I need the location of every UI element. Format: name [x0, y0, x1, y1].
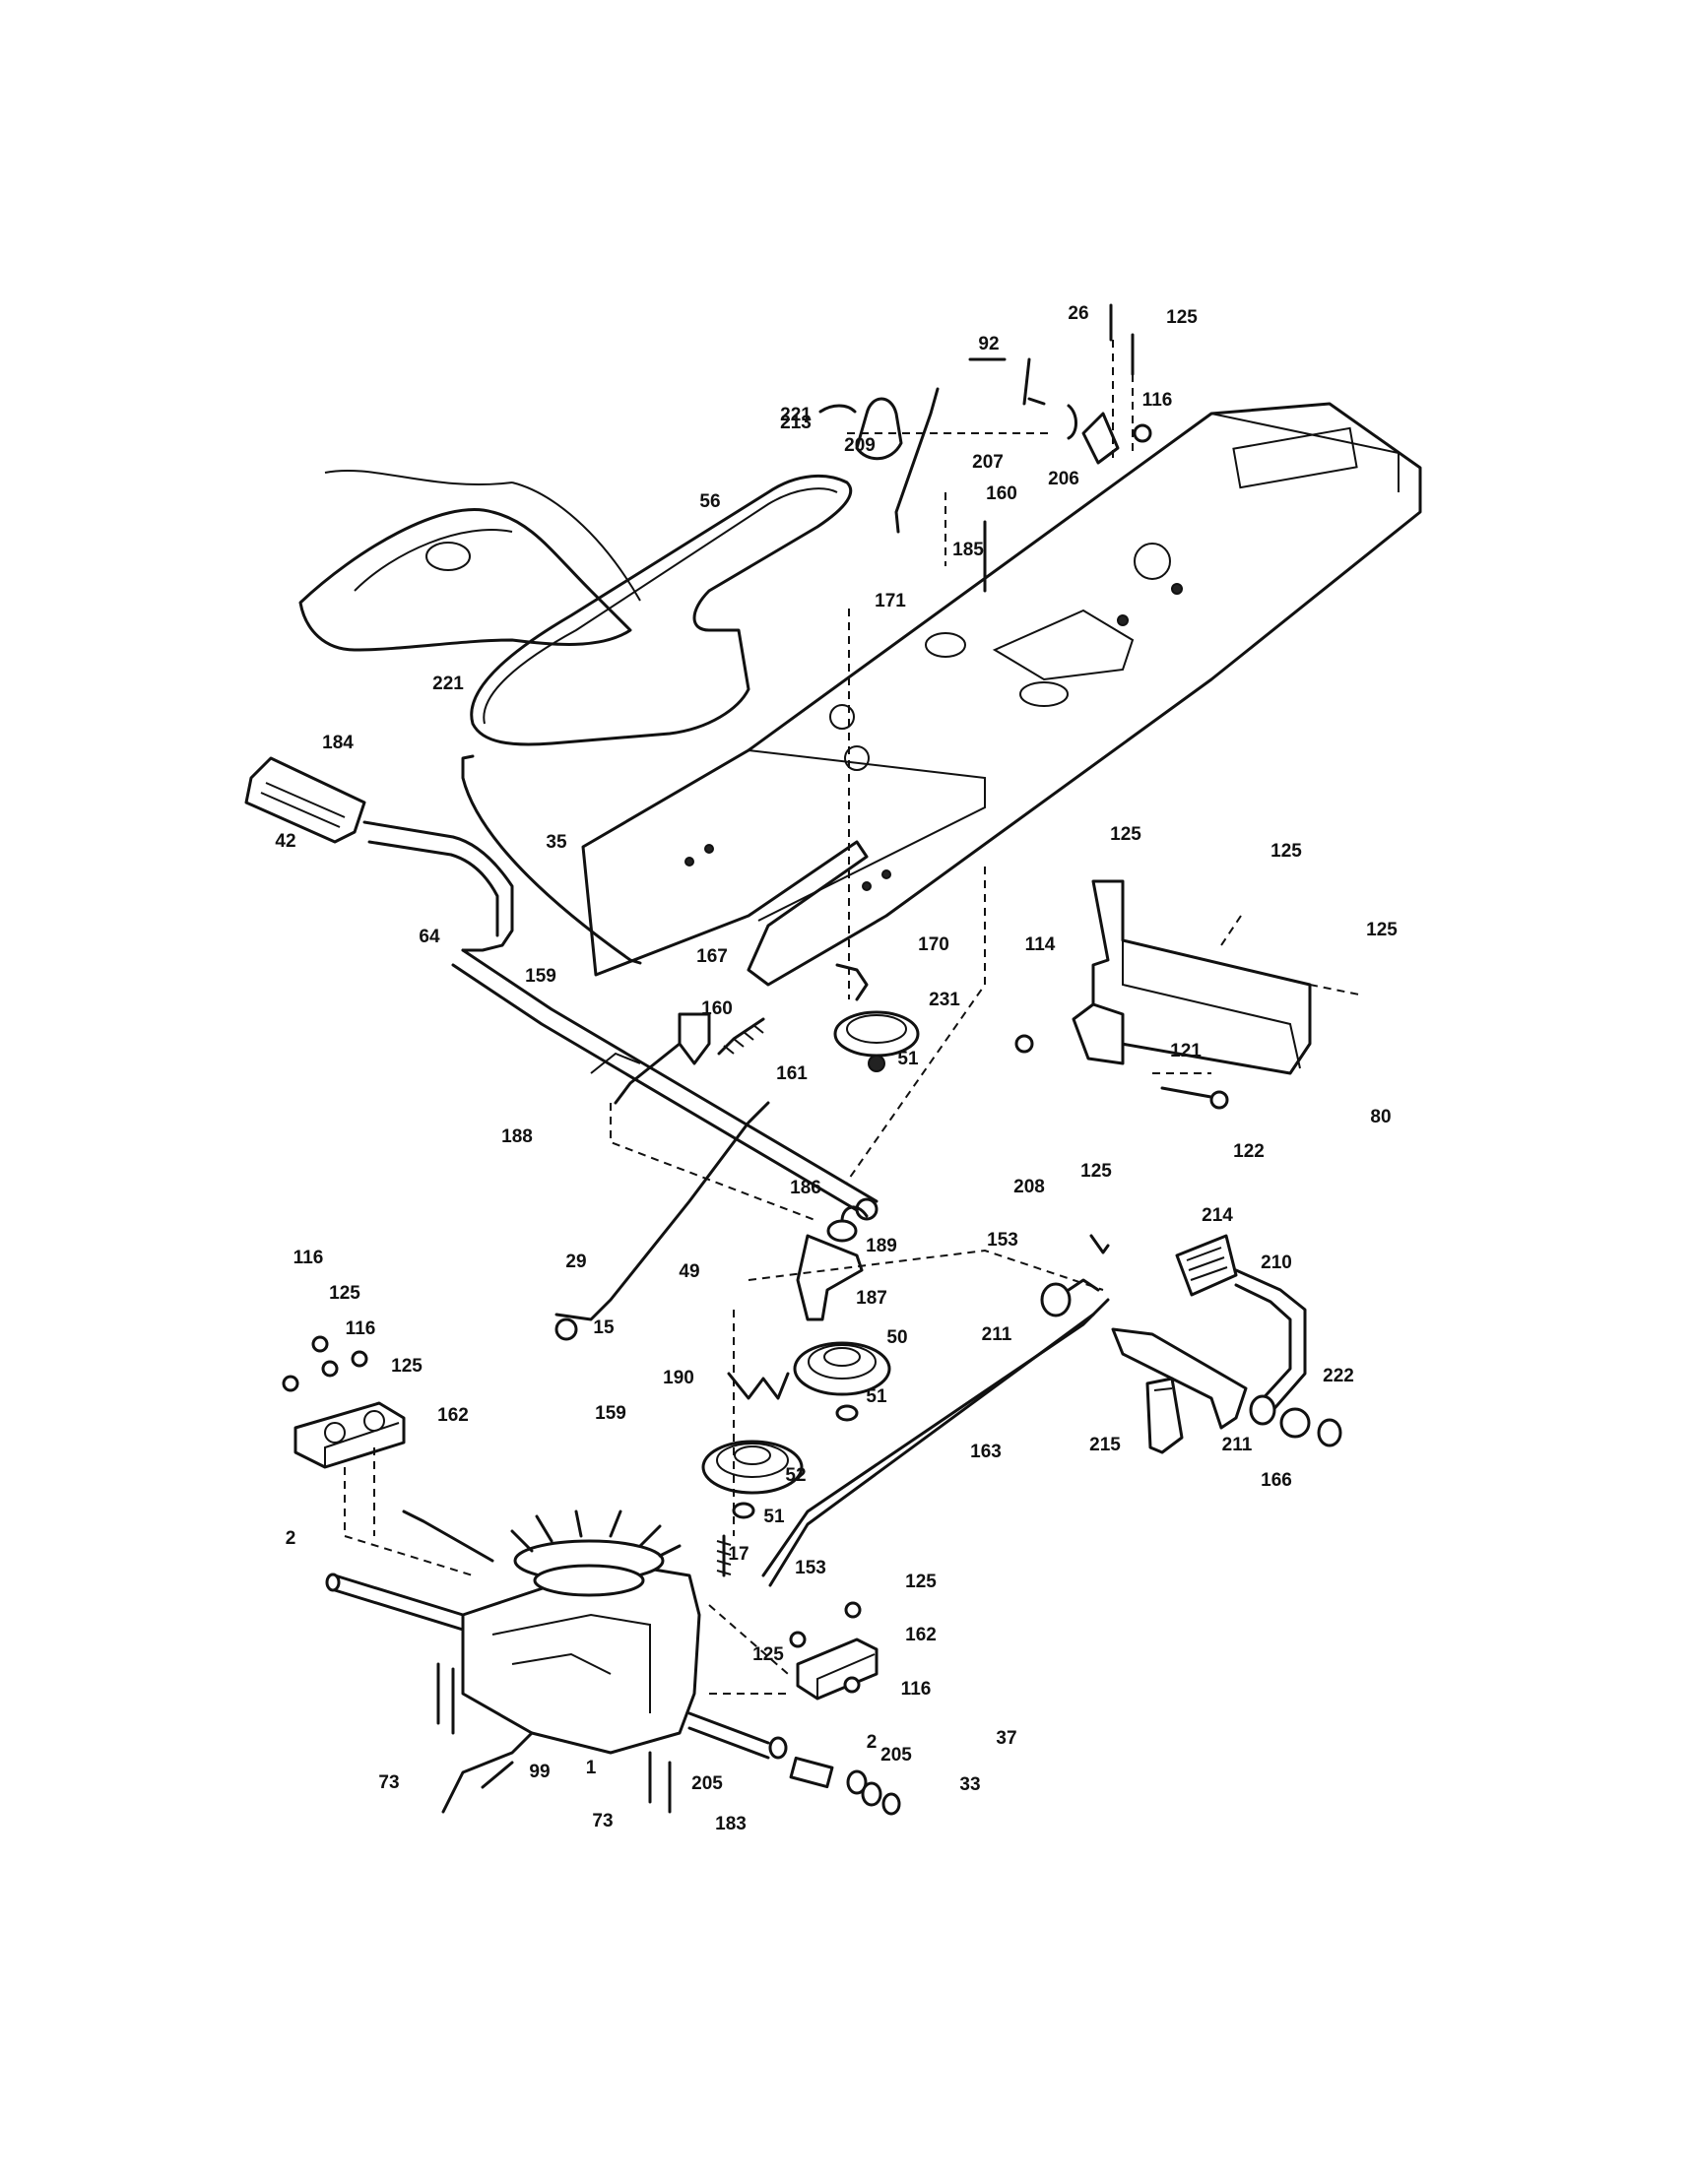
transaxle: [325, 1510, 770, 1814]
callout-125: 125: [1166, 307, 1198, 328]
callout-221: 221: [780, 405, 812, 425]
callout-125: 125: [1080, 1161, 1112, 1182]
callout-35: 35: [546, 832, 567, 853]
callout-51: 51: [763, 1507, 785, 1527]
callout-166: 166: [1261, 1470, 1292, 1491]
callout-185: 185: [952, 540, 984, 560]
callout-122: 122: [1233, 1141, 1265, 1162]
callout-205: 205: [691, 1773, 723, 1794]
callout-211: 211: [982, 1324, 1012, 1345]
callout-17: 17: [728, 1544, 749, 1565]
callout-211: 211: [1222, 1435, 1253, 1455]
mower-deck: [298, 469, 641, 652]
callout-215: 215: [1089, 1435, 1121, 1455]
callout-56: 56: [699, 491, 720, 512]
callout-92: 92: [978, 334, 999, 354]
callout-49: 49: [679, 1261, 699, 1282]
callout-51: 51: [897, 1049, 919, 1069]
pulley-assembly: [701, 1205, 891, 1577]
callout-187: 187: [856, 1288, 887, 1309]
callout-153: 153: [987, 1230, 1018, 1251]
callout-26: 26: [1068, 303, 1088, 324]
callout-209: 209: [844, 435, 876, 456]
callout-160: 160: [701, 998, 733, 1019]
callout-171: 171: [875, 591, 906, 611]
callout-121: 121: [1170, 1041, 1202, 1061]
callout-214: 214: [1202, 1205, 1233, 1226]
callout-52: 52: [785, 1465, 806, 1486]
callout-208: 208: [1013, 1177, 1045, 1197]
callout-161: 161: [776, 1063, 808, 1084]
drive-belt: [470, 474, 853, 746]
callout-170: 170: [918, 934, 949, 955]
callout-125: 125: [329, 1283, 360, 1304]
callout-50: 50: [886, 1327, 907, 1348]
callout-160: 160: [986, 483, 1017, 504]
callout-29: 29: [565, 1252, 586, 1272]
callout-33: 33: [959, 1774, 980, 1795]
callout-2: 2: [867, 1732, 878, 1753]
callout-116: 116: [346, 1318, 376, 1339]
callout-167: 167: [696, 946, 728, 967]
callout-125: 125: [1270, 841, 1302, 862]
callout-42: 42: [275, 831, 295, 852]
alignment-lines: [344, 340, 1360, 1695]
callout-64: 64: [419, 927, 440, 947]
idler-pulley-231: [833, 963, 920, 1072]
callout-213: 213: [780, 413, 812, 433]
callout-183: 183: [715, 1814, 747, 1834]
callout-116: 116: [901, 1679, 932, 1700]
callout-116: 116: [1142, 390, 1173, 411]
callout-125: 125: [1366, 920, 1398, 940]
callout-206: 206: [1048, 469, 1079, 489]
callout-114: 114: [1025, 934, 1056, 955]
lift-lever: [244, 756, 879, 1221]
tractor-frame: [581, 402, 1422, 987]
callout-2: 2: [286, 1528, 296, 1549]
control-cable: [461, 754, 642, 965]
callout-125: 125: [752, 1644, 784, 1665]
axle-spacers: [768, 1736, 901, 1816]
callout-37: 37: [996, 1728, 1016, 1749]
callout-163: 163: [970, 1442, 1002, 1462]
callout-222: 222: [1323, 1366, 1354, 1386]
bracket-162-left: [282, 1335, 406, 1469]
callout-221: 221: [432, 674, 464, 694]
callout-125: 125: [391, 1356, 423, 1377]
callout-159: 159: [525, 966, 556, 987]
callout-159: 159: [595, 1403, 626, 1424]
callout-1: 1: [586, 1758, 597, 1778]
callout-73: 73: [592, 1811, 613, 1831]
callout-190: 190: [663, 1368, 694, 1388]
callout-125: 125: [1110, 824, 1141, 845]
callout-162: 162: [437, 1405, 469, 1426]
callout-15: 15: [593, 1317, 615, 1338]
belt-guard: [1014, 879, 1312, 1110]
callout-184: 184: [322, 733, 354, 753]
callout-186: 186: [790, 1178, 821, 1198]
brake-rod: [554, 1012, 770, 1341]
callout-189: 189: [866, 1236, 897, 1256]
callout-153: 153: [795, 1558, 826, 1578]
callout-162: 162: [905, 1625, 937, 1645]
rod-163: [761, 1298, 1110, 1587]
callout-80: 80: [1370, 1107, 1391, 1127]
callout-73: 73: [378, 1772, 399, 1793]
top-linkage-parts: [818, 303, 1152, 593]
pedal-assembly: [1040, 1234, 1342, 1454]
bracket-162-right: [789, 1601, 879, 1701]
callout-207: 207: [972, 452, 1004, 473]
callout-205: 205: [880, 1745, 912, 1766]
callout-231: 231: [929, 990, 960, 1010]
callout-51: 51: [866, 1386, 887, 1407]
callout-99: 99: [529, 1762, 550, 1782]
spring-161: [717, 1017, 765, 1056]
callout-210: 210: [1261, 1253, 1292, 1273]
callout-125: 125: [905, 1572, 937, 1592]
callout-116: 116: [293, 1248, 324, 1268]
callout-188: 188: [501, 1126, 533, 1147]
